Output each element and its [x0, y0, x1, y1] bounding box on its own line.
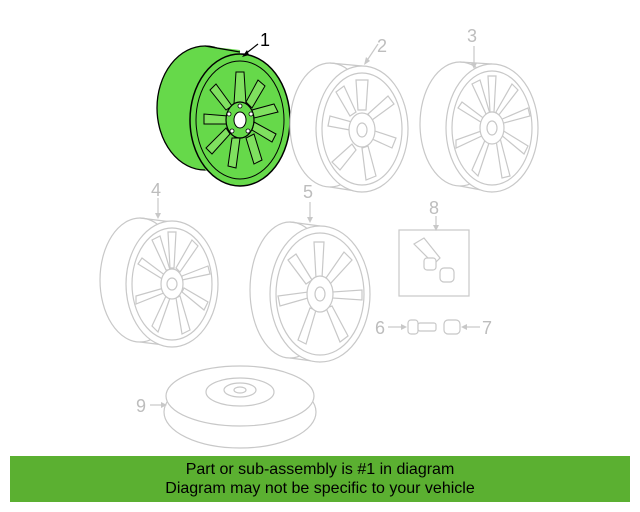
wheel-part-4[interactable] — [99, 198, 219, 348]
callout-3: 3 — [467, 26, 477, 46]
parts-diagram: 1 2 — [99, 26, 539, 449]
wheel-part-5[interactable] — [249, 202, 371, 363]
callout-2: 2 — [377, 36, 387, 56]
wheel-part-2[interactable] — [289, 43, 409, 193]
callout-8: 8 — [429, 198, 439, 218]
info-banner: Part or sub-assembly is #1 in diagram Di… — [10, 456, 630, 502]
callout-9: 9 — [136, 396, 146, 416]
callout-4: 4 — [151, 180, 161, 200]
banner-line-1: Part or sub-assembly is #1 in diagram — [185, 461, 455, 478]
wheel-part-1[interactable] — [156, 43, 291, 187]
lug-nut-part-7[interactable] — [443, 319, 480, 335]
banner-line-2: Diagram may not be specific to your vehi… — [165, 480, 475, 497]
wheel-part-3[interactable] — [419, 46, 539, 193]
callout-6: 6 — [375, 318, 385, 338]
callout-5: 5 — [303, 182, 313, 202]
callout-7: 7 — [482, 318, 492, 338]
spare-wheel-part-9[interactable] — [150, 365, 317, 449]
lug-bolt-part-6[interactable] — [388, 319, 437, 335]
callout-1: 1 — [260, 30, 270, 50]
lock-kit-part-8[interactable] — [398, 216, 470, 297]
